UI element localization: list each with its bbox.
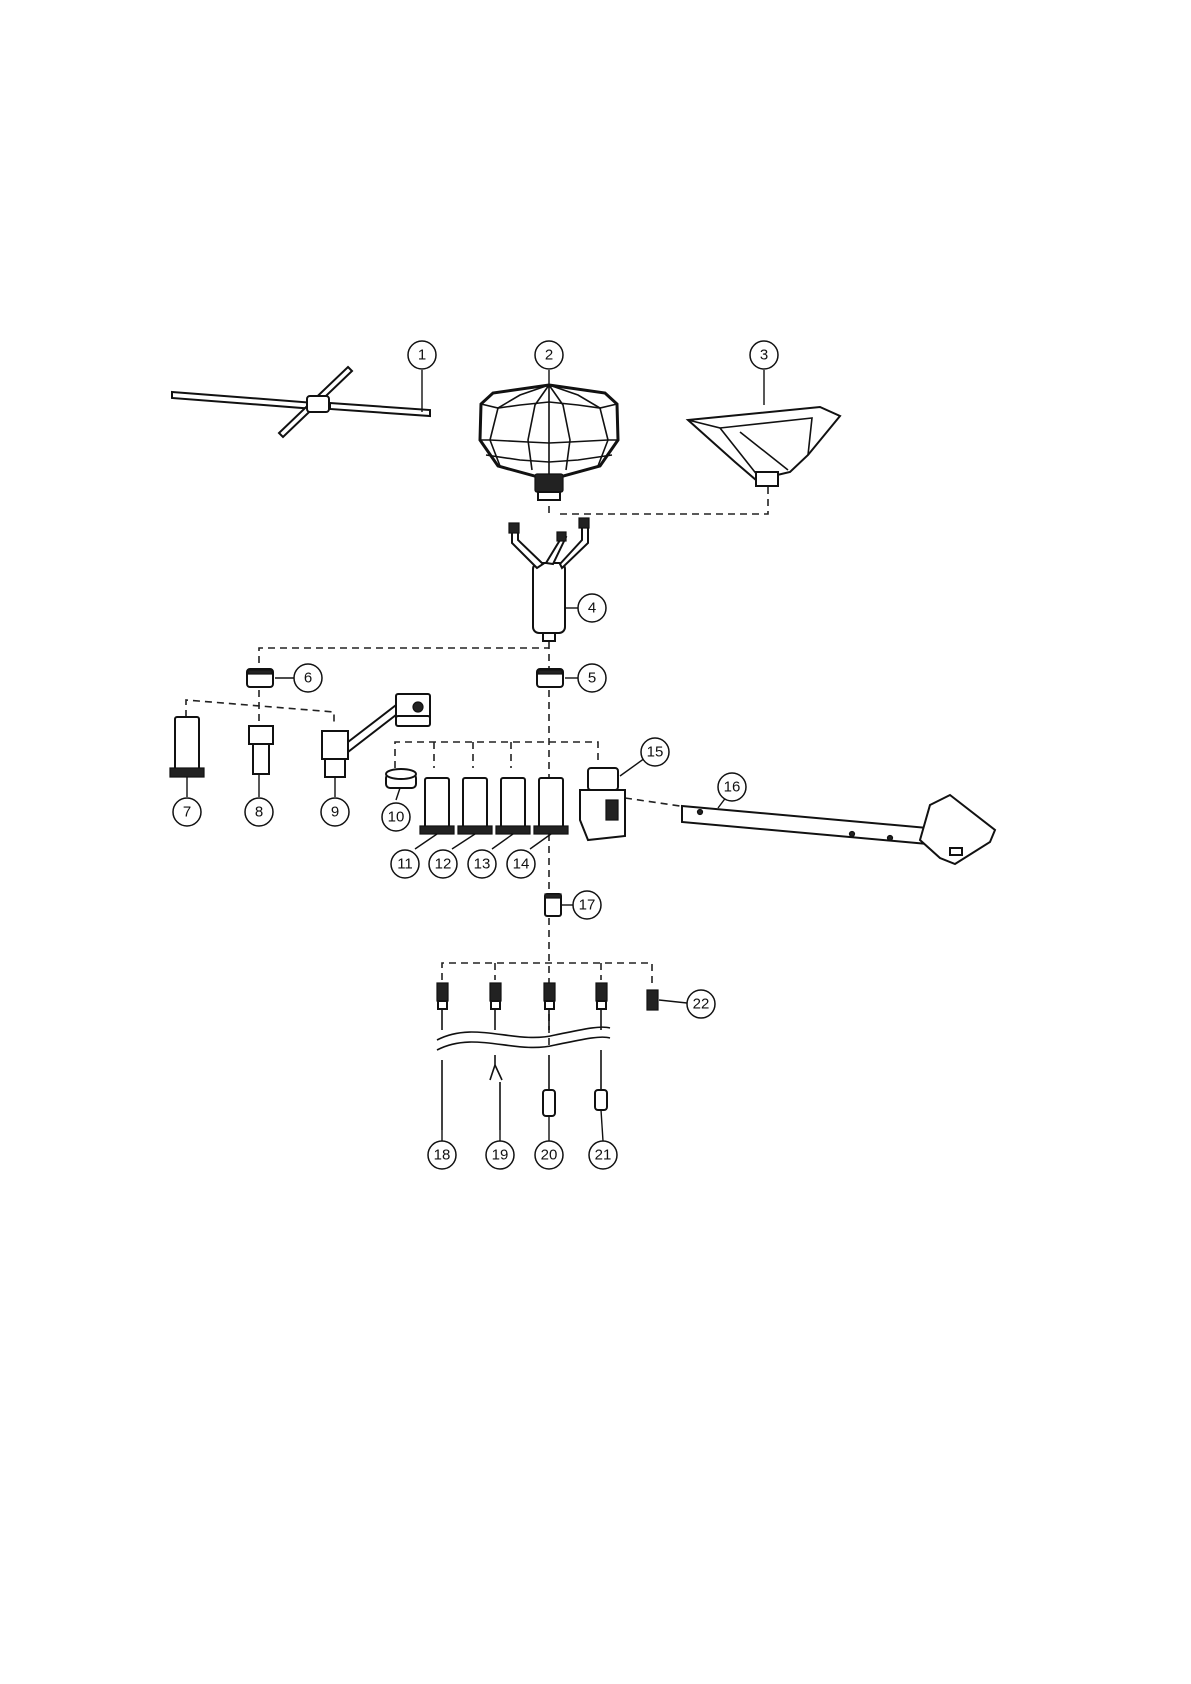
part-3-funnel	[688, 407, 840, 486]
cable-break	[437, 1027, 610, 1050]
part-22-connector-cap	[647, 990, 658, 1010]
callout-12: 12	[429, 850, 457, 878]
callout-22: 22	[687, 990, 715, 1018]
callout-13-label: 13	[474, 856, 491, 873]
callout-15-label: 15	[647, 744, 664, 761]
callout-19-label: 19	[492, 1147, 509, 1164]
part-19-cable	[490, 983, 502, 1130]
part-11-sleeve	[420, 778, 454, 834]
callout-14-label: 14	[513, 856, 530, 873]
callout-12-label: 12	[435, 856, 452, 873]
part-15-clamp	[580, 768, 625, 840]
callout-11: 11	[391, 850, 419, 878]
part-21-cable	[595, 983, 607, 1110]
callout-3: 3	[750, 341, 778, 369]
part-20-cable	[543, 983, 555, 1116]
part-13-sleeve	[496, 778, 530, 834]
callout-4: 4	[578, 594, 606, 622]
callout-22-label: 22	[693, 996, 710, 1013]
callout-6-label: 6	[304, 670, 312, 687]
callout-20-label: 20	[541, 1147, 558, 1164]
callout-18-label: 18	[434, 1147, 451, 1164]
callout-14: 14	[507, 850, 535, 878]
part-6-adapter	[247, 669, 273, 687]
callout-6: 6	[294, 664, 322, 692]
callout-2: 2	[535, 341, 563, 369]
callout-1: 1	[408, 341, 436, 369]
callout-17: 17	[573, 891, 601, 919]
callout-17-label: 17	[579, 897, 596, 914]
callout-8-label: 8	[255, 804, 263, 821]
part-12-sleeve	[458, 778, 492, 834]
callout-7: 7	[173, 798, 201, 826]
part-4-wind-sensor	[509, 518, 589, 641]
callout-2-label: 2	[545, 347, 553, 364]
callout-1-label: 1	[418, 347, 426, 364]
callout-19: 19	[486, 1141, 514, 1169]
callout-5-label: 5	[588, 670, 596, 687]
callout-10: 10	[382, 803, 410, 831]
callout-9-label: 9	[331, 804, 339, 821]
leader-lines	[187, 370, 764, 1141]
part-2-cage-sensor	[480, 385, 618, 500]
connection-lines	[186, 470, 768, 1050]
callout-7-label: 7	[183, 804, 191, 821]
callout-5: 5	[578, 664, 606, 692]
callout-15: 15	[641, 738, 669, 766]
callout-16-label: 16	[724, 779, 741, 796]
callout-8: 8	[245, 798, 273, 826]
callout-11-label: 11	[397, 856, 413, 873]
part-18-cable	[437, 983, 448, 1130]
part-5-adapter	[537, 669, 563, 687]
callout-21-label: 21	[595, 1147, 612, 1164]
callout-13: 13	[468, 850, 496, 878]
part-8-stem-adapter	[249, 726, 273, 774]
callout-16: 16	[718, 773, 746, 801]
part-9-crossarm-bracket	[322, 694, 430, 777]
callout-9: 9	[321, 798, 349, 826]
part-10-ring	[386, 769, 416, 788]
callout-10-label: 10	[388, 809, 405, 826]
callout-4-label: 4	[588, 600, 596, 617]
callout-18: 18	[428, 1141, 456, 1169]
part-1-cross-rotor	[172, 367, 430, 437]
part-17-plug	[545, 894, 561, 916]
part-14-sleeve	[534, 778, 568, 834]
callout-3-label: 3	[760, 347, 768, 364]
callout-20: 20	[535, 1141, 563, 1169]
part-7-mast-adapter	[170, 717, 204, 777]
callout-21: 21	[589, 1141, 617, 1169]
part-16-crossarm	[682, 795, 995, 864]
